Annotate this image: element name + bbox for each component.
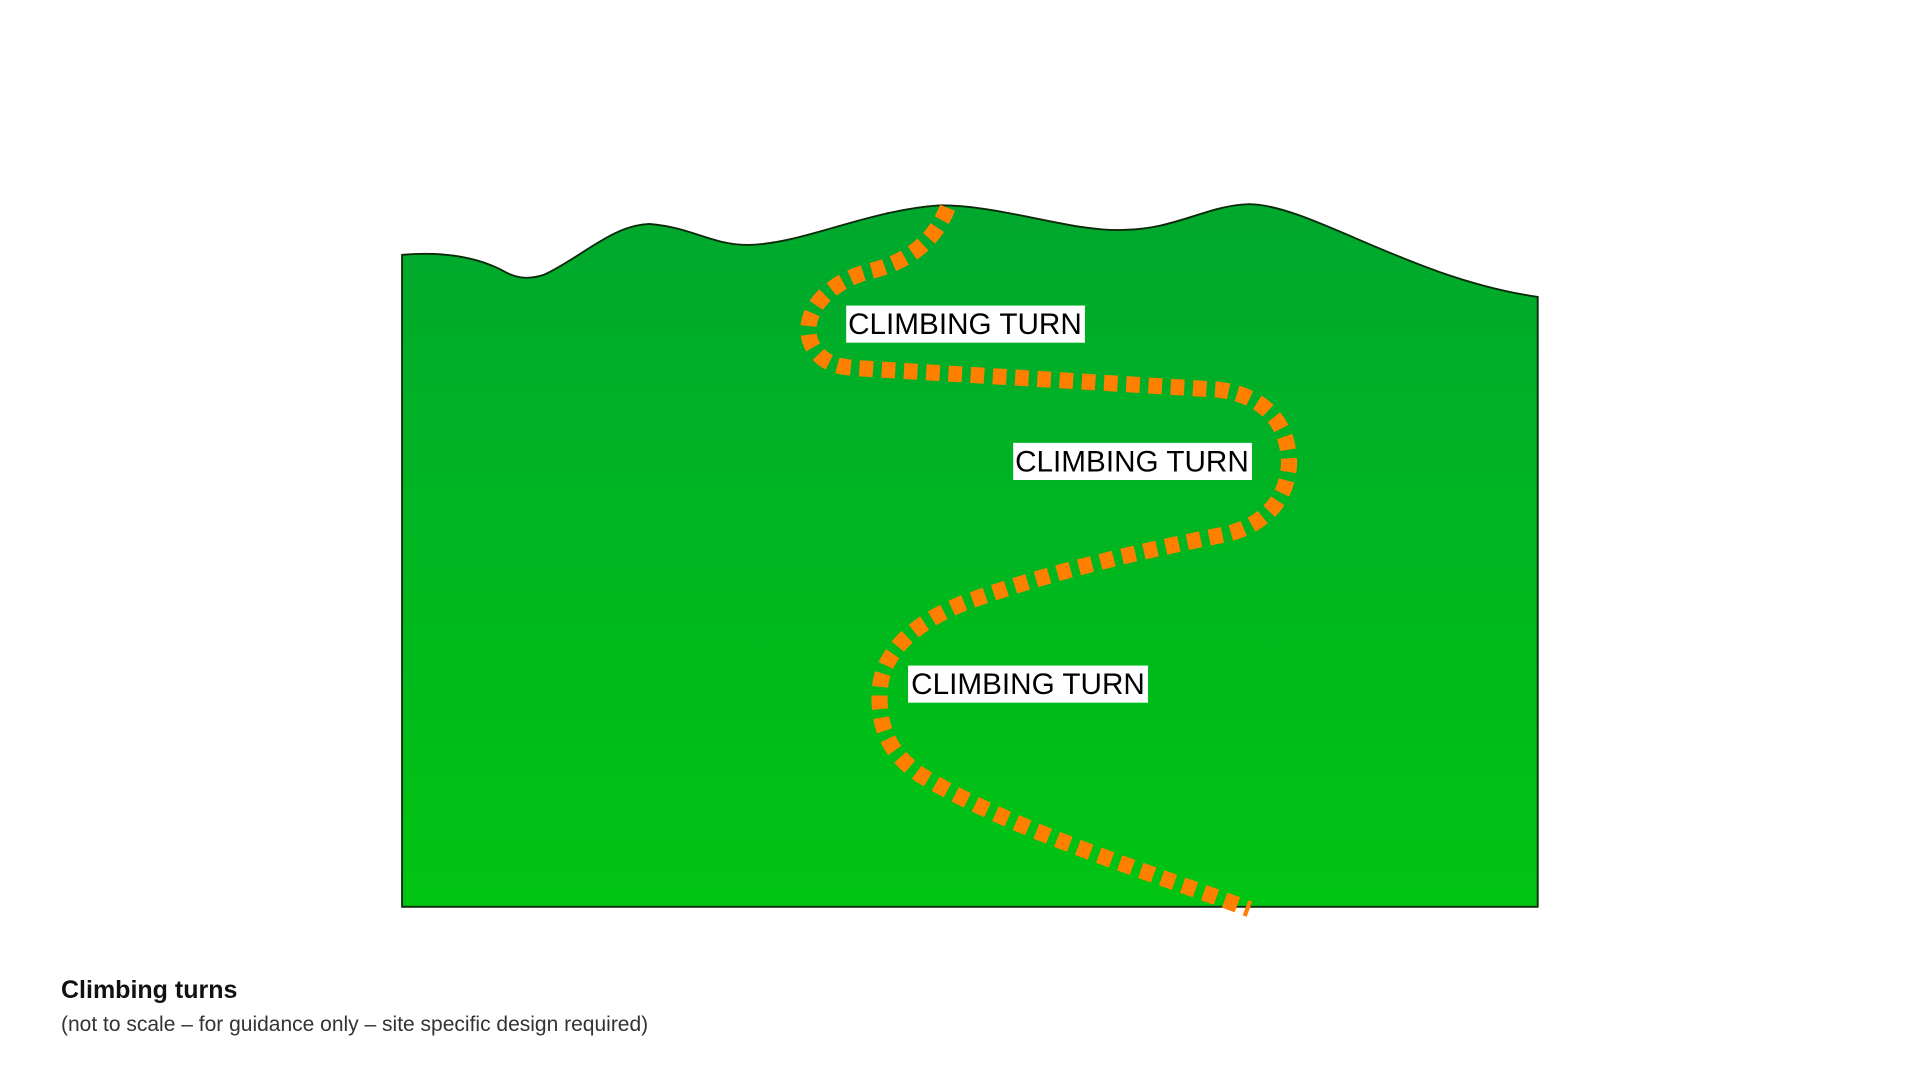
- caption-subtitle: (not to scale – for guidance only – site…: [61, 1013, 649, 1036]
- trail: [800, 204, 1298, 917]
- label-climbing-turn-1: CLIMBING TURN: [846, 305, 1085, 343]
- label-climbing-turn-3: CLIMBING TURN: [908, 665, 1149, 703]
- label-text: CLIMBING TURN: [1015, 445, 1249, 478]
- caption-title: Climbing turns: [61, 976, 238, 1004]
- label-climbing-turn-2: CLIMBING TURN: [1013, 442, 1252, 480]
- label-text: CLIMBING TURN: [911, 668, 1145, 701]
- hillside: [401, 203, 1539, 908]
- label-text: CLIMBING TURN: [848, 308, 1082, 341]
